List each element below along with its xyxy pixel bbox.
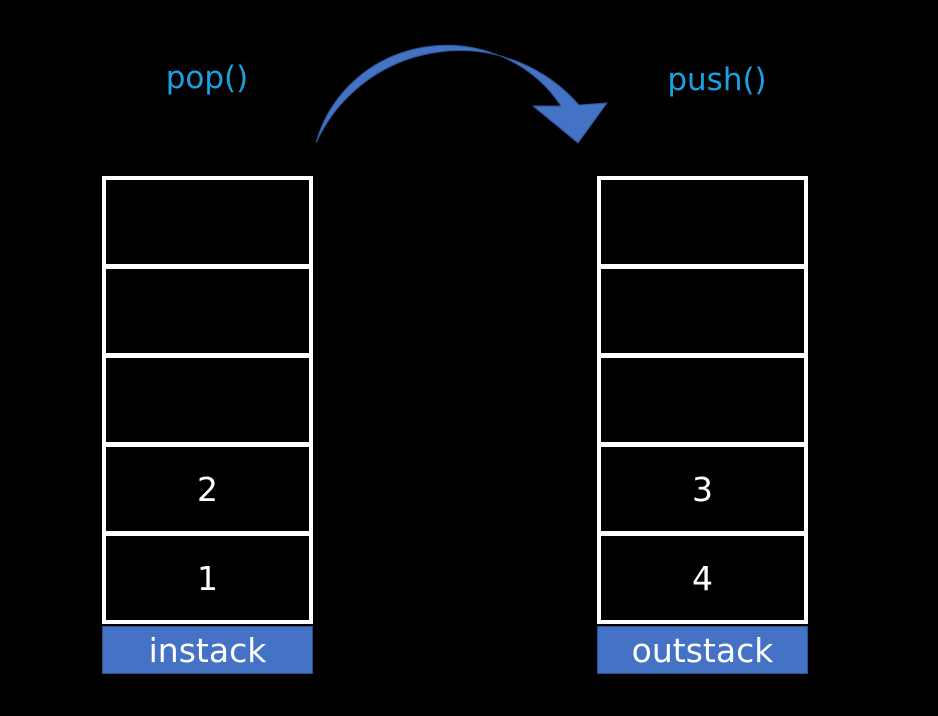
outstack-cell-1 (597, 176, 808, 268)
instack-cell-3 (102, 354, 313, 446)
outstack-cell-5: 4 (597, 532, 808, 624)
instack-cell-1 (102, 176, 313, 268)
instack-cell-4: 2 (102, 443, 313, 535)
pop-operation-label: pop() (165, 60, 249, 96)
instack-label: instack (102, 626, 313, 674)
instack: 2 1 (102, 176, 313, 626)
outstack: 3 4 (597, 176, 808, 626)
outstack-label: outstack (597, 626, 808, 674)
outstack-cell-2 (597, 265, 808, 357)
push-operation-label: push() (667, 62, 767, 98)
outstack-cell-4: 3 (597, 443, 808, 535)
instack-cell-5: 1 (102, 532, 313, 624)
outstack-cell-3 (597, 354, 808, 446)
instack-cell-2 (102, 265, 313, 357)
